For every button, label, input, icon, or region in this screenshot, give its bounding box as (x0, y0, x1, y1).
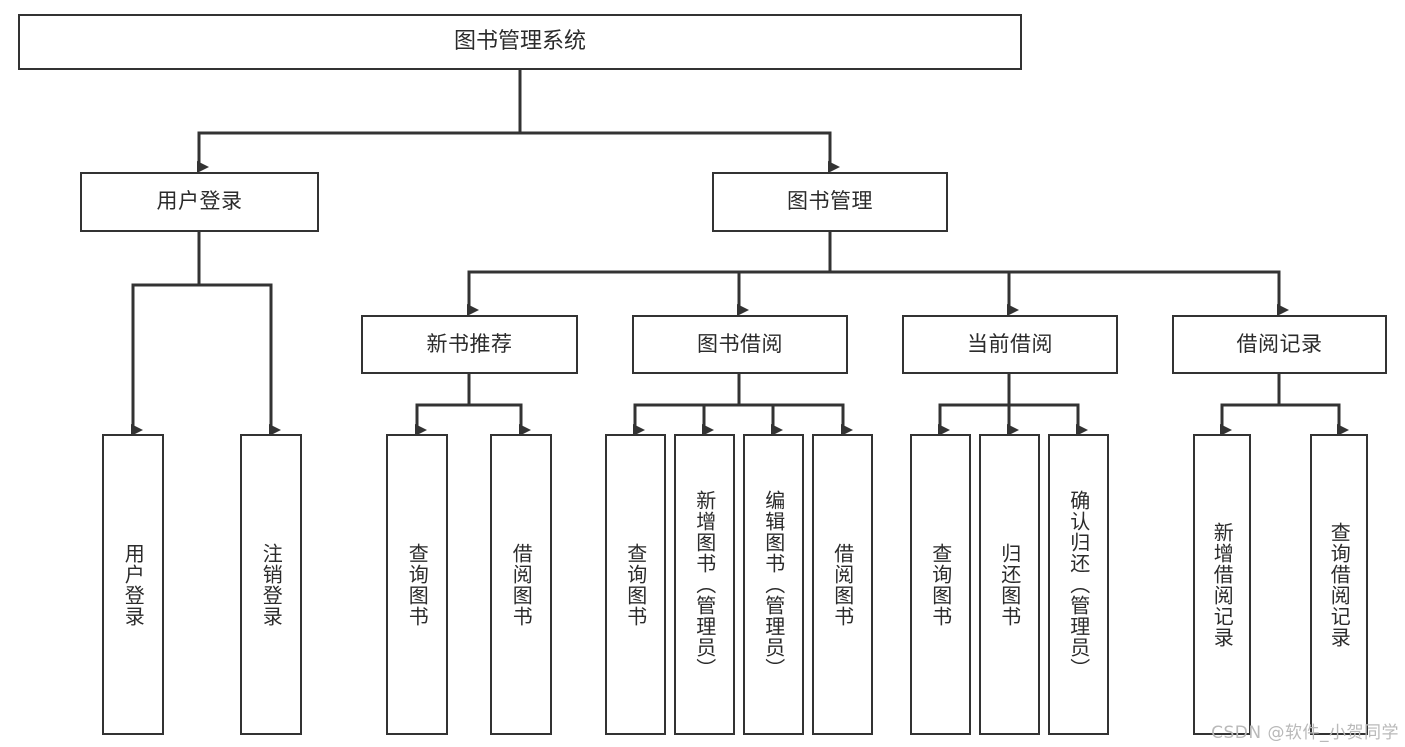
node-current-borrow[interactable]: 当前借阅 (902, 315, 1118, 374)
leaf-confirm-return-admin[interactable]: 确认归还（管理员） (1048, 434, 1109, 735)
leaf-add-book-admin[interactable]: 新增图书（管理员） (674, 434, 735, 735)
node-label: 查询图书 (405, 542, 430, 627)
leaf-query-book-borrow[interactable]: 查询图书 (605, 434, 666, 735)
node-user-login[interactable]: 用户登录 (80, 172, 319, 232)
node-label: 新书推荐 (426, 331, 513, 356)
leaf-query-book-recommend[interactable]: 查询图书 (386, 434, 448, 735)
node-label: 新增图书（管理员） (692, 490, 717, 679)
node-label: 查询图书 (928, 542, 953, 627)
node-new-book-recommend[interactable]: 新书推荐 (361, 315, 578, 374)
leaf-borrow-book[interactable]: 借阅图书 (812, 434, 873, 735)
node-label: 借阅记录 (1236, 331, 1323, 356)
node-label: 借阅图书 (830, 542, 855, 627)
leaf-logout[interactable]: 注销登录 (240, 434, 302, 735)
leaf-add-borrow-record[interactable]: 新增借阅记录 (1193, 434, 1251, 735)
node-label: 用户登录 (121, 542, 146, 627)
node-label: 借阅图书 (509, 542, 534, 627)
node-root-book-management-system[interactable]: 图书管理系统 (18, 14, 1022, 70)
node-label: 用户登录 (156, 189, 243, 214)
node-label: 查询图书 (623, 542, 648, 627)
leaf-borrow-book-recommend[interactable]: 借阅图书 (490, 434, 552, 735)
leaf-query-borrow-record[interactable]: 查询借阅记录 (1310, 434, 1368, 735)
leaf-user-login[interactable]: 用户登录 (102, 434, 164, 735)
node-label: 归还图书 (997, 542, 1022, 627)
node-label: 查询借阅记录 (1327, 521, 1352, 648)
node-book-management[interactable]: 图书管理 (712, 172, 948, 232)
node-label: 图书管理 (787, 189, 873, 214)
leaf-query-book-current[interactable]: 查询图书 (910, 434, 971, 735)
node-label: 编辑图书（管理员） (761, 490, 786, 679)
node-book-borrow[interactable]: 图书借阅 (632, 315, 848, 374)
node-borrow-record[interactable]: 借阅记录 (1172, 315, 1387, 374)
node-label: 注销登录 (259, 542, 284, 627)
node-label: 新增借阅记录 (1210, 521, 1235, 648)
node-label: 图书借阅 (697, 331, 783, 356)
leaf-return-book[interactable]: 归还图书 (979, 434, 1040, 735)
leaf-edit-book-admin[interactable]: 编辑图书（管理员） (743, 434, 804, 735)
node-label: 图书管理系统 (453, 28, 586, 54)
csdn-watermark: CSDN @软件_小贺同学 (1211, 723, 1399, 743)
node-label: 确认归还（管理员） (1066, 490, 1091, 679)
node-label: 当前借阅 (967, 331, 1053, 356)
